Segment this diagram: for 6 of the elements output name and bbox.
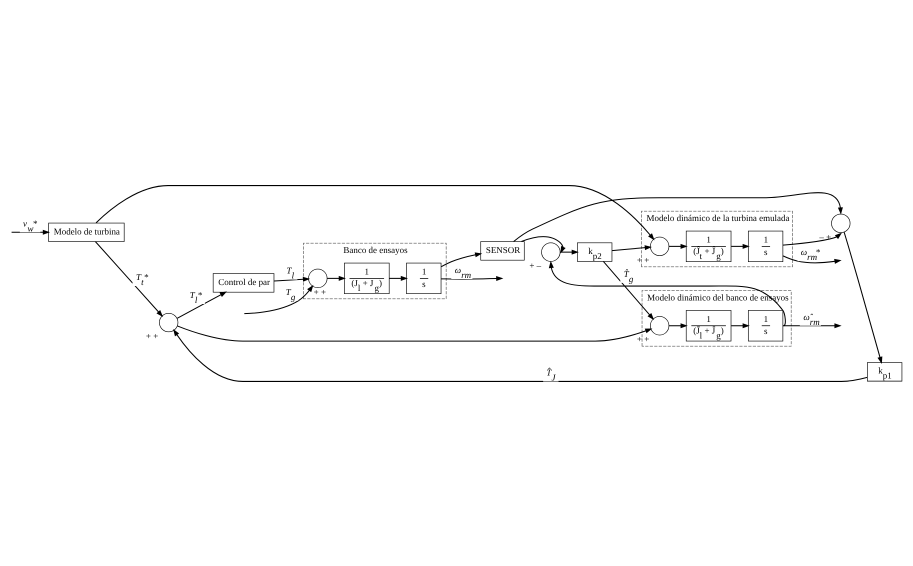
node-label: + + [636, 334, 650, 344]
node-label: – + [819, 231, 832, 242]
node-label: + + [314, 286, 326, 296]
node-label: + – [529, 260, 542, 270]
node-label: + + [146, 330, 158, 340]
node-label: + + [636, 254, 650, 264]
